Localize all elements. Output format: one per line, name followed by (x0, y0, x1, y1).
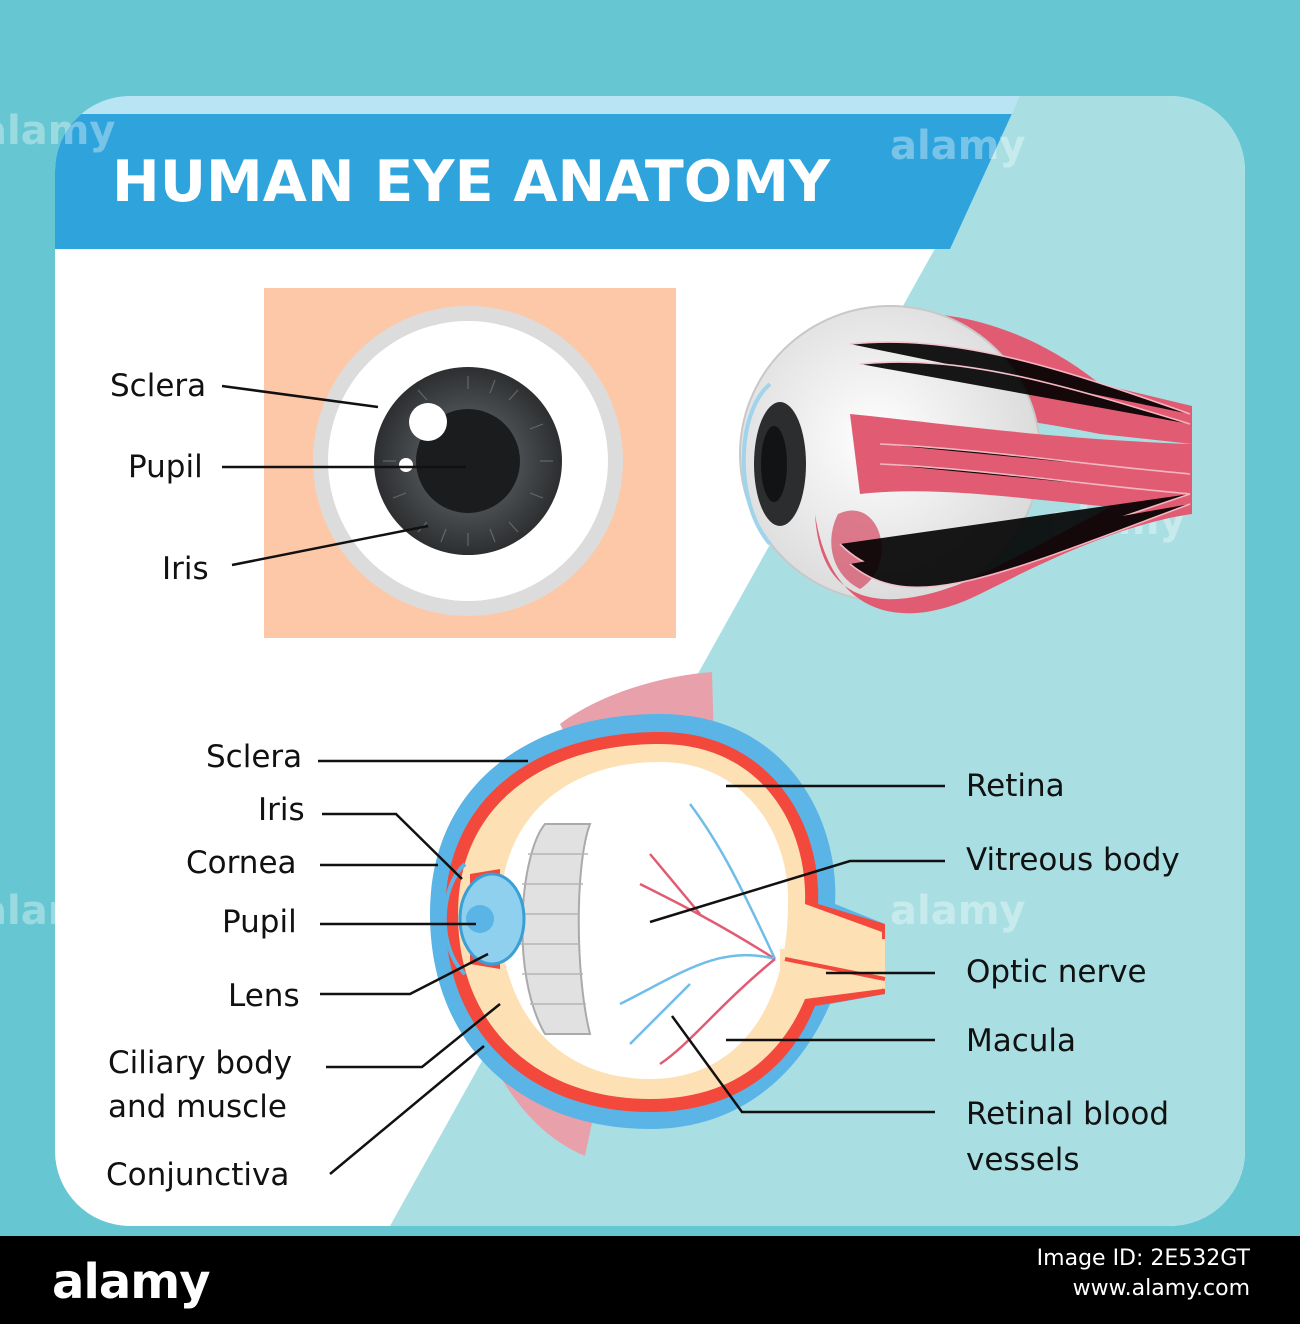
highlight-small (399, 458, 413, 472)
watermark: alamy (890, 888, 1025, 934)
ciliary-fibers (518, 853, 588, 1005)
cornea-side (741, 382, 772, 546)
footer-id: Image ID: 2E532GT www.alamy.com (1037, 1244, 1250, 1304)
section-label-iris: Iris (258, 792, 305, 828)
section-label-optic-nerve: Optic nerve (966, 954, 1147, 990)
front-label-sclera: Sclera (110, 368, 206, 404)
footer-logo: alamy (52, 1254, 211, 1310)
cross-section-illustration (430, 672, 886, 1156)
muscle-lower (815, 474, 1192, 614)
pupil-side (761, 426, 787, 502)
optic-nerve-section (780, 939, 885, 989)
section-label-ciliary-2: and muscle (108, 1089, 287, 1125)
side-eye-illustration (739, 305, 1192, 614)
watermark: alamy (0, 888, 115, 934)
page-title: HUMAN EYE ANATOMY (112, 149, 831, 215)
title-banner (55, 96, 1020, 249)
front-eye-illustration (264, 288, 676, 638)
highlight-large (409, 403, 447, 441)
pupil (416, 409, 520, 513)
front-label-iris: Iris (162, 551, 209, 587)
retinal-vessels (619, 803, 777, 1066)
watermark: alamy (0, 108, 115, 154)
section-label-vessels-2: vessels (966, 1142, 1080, 1178)
watermark: alamy (890, 123, 1025, 169)
site-url[interactable]: www.alamy.com (1072, 1276, 1250, 1301)
muscle-fibers (839, 341, 1191, 589)
ciliary-body-section (521, 823, 592, 1035)
muscle-middle (850, 414, 1192, 514)
section-label-sclera: Sclera (206, 739, 302, 775)
front-leader-lines (221, 384, 466, 567)
optic-artery (784, 957, 886, 981)
section-label-pupil: Pupil (222, 904, 297, 940)
section-label-retina: Retina (966, 768, 1065, 804)
section-label-conjunctiva: Conjunctiva (106, 1157, 289, 1193)
pupil-section (466, 905, 494, 933)
footer-bar: alamy Image ID: 2E532GT www.alamy.com (0, 1236, 1300, 1324)
section-label-macula: Macula (966, 1023, 1076, 1059)
front-label-pupil: Pupil (128, 449, 203, 485)
section-label-cornea: Cornea (186, 845, 297, 881)
cross-leader-lines (318, 759, 945, 1175)
section-label-vitreous-body: Vitreous body (966, 842, 1180, 878)
section-label-vessels-1: Retinal blood (966, 1096, 1169, 1132)
section-label-lens: Lens (228, 978, 300, 1014)
section-label-ciliary-1: Ciliary body (108, 1045, 292, 1081)
image-id-text: Image ID: 2E532GT (1036, 1246, 1250, 1271)
